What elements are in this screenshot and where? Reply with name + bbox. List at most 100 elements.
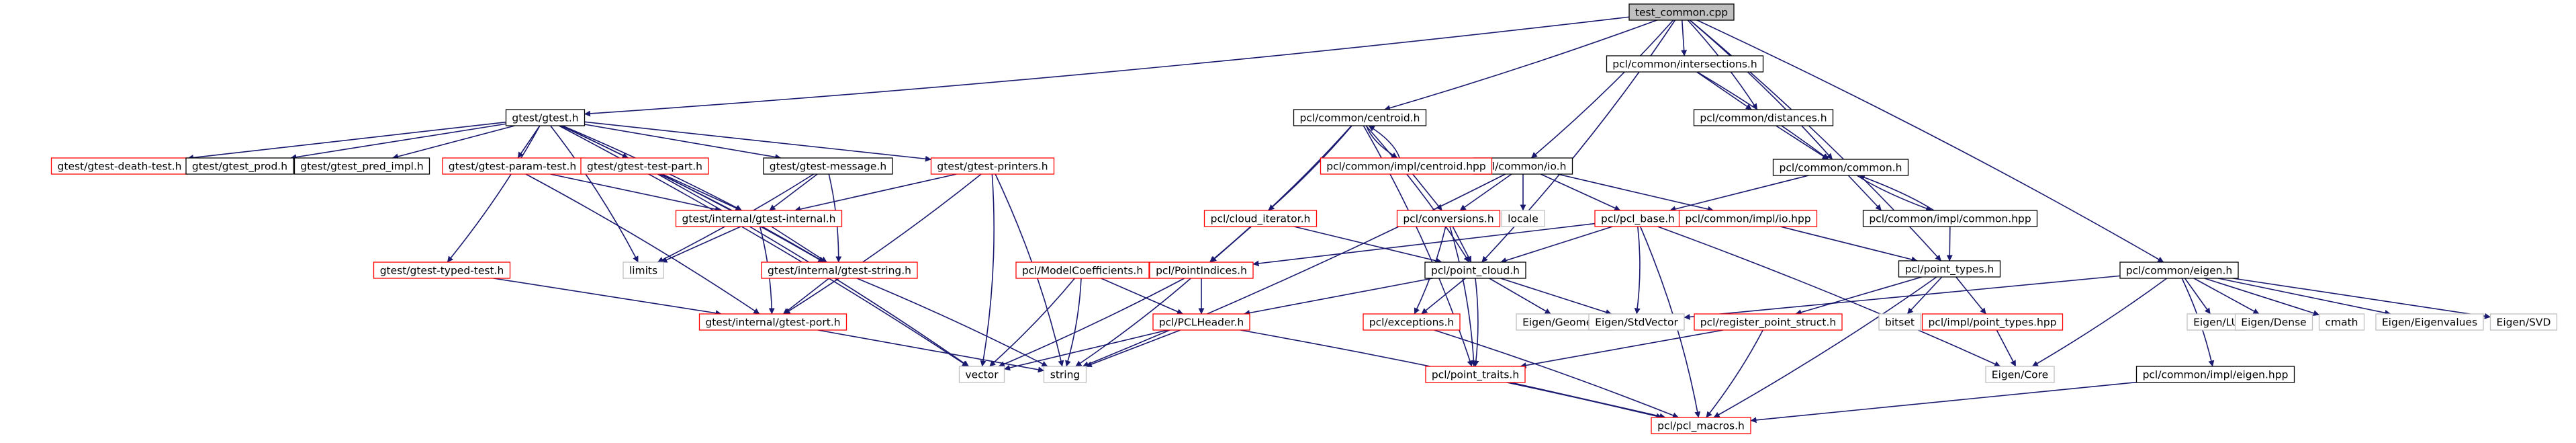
node-locale[interactable]: locale	[1501, 210, 1545, 227]
edge-eigenh-to-eigenvalues	[2217, 278, 2391, 316]
edge-pclbase-to-eigenstdvec	[1634, 226, 1641, 315]
node-box	[1203, 210, 1318, 227]
node-label: pcl/point_traits.h	[1432, 369, 1519, 382]
edge-root-to-centroid	[1384, 19, 1657, 111]
node-root[interactable]: test_common.cpp	[1628, 3, 1735, 21]
node-commonhpp[interactable]: pcl/common/impl/common.hpp	[1862, 210, 2038, 227]
node-bitset[interactable]: bitset	[1878, 313, 1921, 331]
node-testpart[interactable]: gtest/gtest-test-part.h	[580, 157, 709, 175]
node-eigencore[interactable]: Eigen/Core	[1985, 366, 2055, 383]
node-pointcloud[interactable]: pcl/point_cloud.h	[1424, 261, 1526, 279]
node-pclheader[interactable]: pcl/PCLHeader.h	[1152, 313, 1250, 331]
node-pclmacros[interactable]: pcl/pcl_macros.h	[1651, 417, 1751, 434]
node-ginternal[interactable]: gtest/internal/gtest-internal.h	[675, 210, 843, 227]
node-pointindices[interactable]: pcl/PointIndices.h	[1149, 261, 1254, 279]
node-centroidhpp[interactable]: pcl/common/impl/centroid.hpp	[1320, 157, 1493, 175]
node-pclbase[interactable]: pcl/pcl_base.h	[1594, 210, 1682, 227]
node-modelcoef[interactable]: pcl/ModelCoefficients.h	[1015, 261, 1150, 279]
node-conversions[interactable]: pcl/conversions.h	[1396, 210, 1501, 227]
dependency-nodes: test_common.cpp gtest/gtest.h pcl/common/i…	[50, 3, 2558, 434]
edge-conversions-to-pointtraits	[1449, 226, 1477, 367]
edge-paramtest-to-gport	[525, 173, 760, 315]
edge-pointtraits-to-pclmacros	[1510, 382, 1666, 419]
node-box	[1694, 313, 1843, 331]
node-label: test_common.cpp	[1635, 7, 1728, 19]
node-gport[interactable]: gtest/internal/gtest-port.h	[698, 313, 847, 331]
node-eigendense[interactable]: Eigen/Dense	[2234, 313, 2313, 331]
node-eigenh[interactable]: pcl/common/eigen.h	[2119, 261, 2239, 279]
node-gstring[interactable]: gtest/internal/gtest-string.h	[761, 261, 918, 279]
node-box	[1149, 261, 1254, 279]
node-centroid[interactable]: pcl/common/centroid.h	[1293, 109, 1427, 126]
node-clouditer[interactable]: pcl/cloud_iterator.h	[1203, 210, 1318, 227]
edge-modelcoef-to-pclheader	[1101, 278, 1183, 315]
node-label: Eigen/LU	[2193, 317, 2239, 329]
node-eigenhpp[interactable]: pcl/common/impl/eigen.hpp	[2135, 366, 2295, 383]
edge-distances-to-common	[1776, 125, 1829, 160]
node-label: vector	[965, 369, 999, 381]
edge-pointcloud-to-eigenstdvec	[1500, 278, 1612, 315]
edge-root-to-io	[1530, 19, 1674, 159]
node-label: Eigen/Eigenvalues	[2382, 317, 2477, 329]
node-label: pcl/exceptions.h	[1369, 317, 1454, 329]
node-box	[958, 366, 1005, 383]
node-typedtest[interactable]: gtest/gtest-typed-test.h	[373, 261, 511, 279]
node-exceptions[interactable]: pcl/exceptions.h	[1363, 313, 1461, 331]
node-common[interactable]: pcl/common/common.h	[1772, 159, 1909, 176]
node-prod[interactable]: gtest/gtest_prod.h	[185, 157, 294, 175]
node-label: gtest/gtest-printers.h	[937, 161, 1048, 173]
node-box	[2489, 313, 2558, 331]
edge-root-to-gtest	[584, 16, 1630, 117]
node-pointtraits[interactable]: pcl/point_traits.h	[1425, 366, 1526, 383]
node-string[interactable]: string	[1043, 366, 1087, 383]
edge-gstring-to-gport	[782, 278, 830, 315]
node-box	[1424, 261, 1526, 279]
node-box	[1425, 366, 1526, 383]
node-pointtypeshpp[interactable]: pcl/impl/point_types.hpp	[1921, 313, 2064, 331]
node-box	[930, 157, 1055, 175]
node-label: gtest/gtest_prod.h	[192, 161, 287, 173]
edge-pointindices-to-string	[1075, 278, 1191, 367]
node-label: pcl/PointIndices.h	[1156, 265, 1247, 277]
edge-pclbase-to-eigencore	[1657, 226, 2000, 367]
edge-centroid-to-pointcloud	[1365, 125, 1470, 263]
edge-typedtest-to-gport	[493, 278, 722, 317]
edge-regpoint-to-pclmacros	[1706, 329, 1763, 418]
edge-root-to-common	[1689, 19, 1833, 160]
node-cmath[interactable]: cmath	[2318, 313, 2365, 331]
node-printers[interactable]: gtest/gtest-printers.h	[930, 157, 1055, 175]
node-label: pcl/cloud_iterator.h	[1211, 213, 1311, 226]
node-vector[interactable]: vector	[958, 366, 1005, 383]
node-eigenvalues[interactable]: Eigen/Eigenvalues	[2375, 313, 2484, 331]
edge-gtest-to-death	[187, 121, 506, 161]
node-eigenstdvec[interactable]: Eigen/StdVector	[1588, 313, 1685, 331]
node-label: pcl/common/impl/eigen.hpp	[2143, 369, 2289, 381]
node-label: gtest/gtest-param-test.h	[449, 161, 576, 173]
node-regpoint[interactable]: pcl/register_point_struct.h	[1694, 313, 1843, 331]
edge-paramtest-to-ginternal	[550, 173, 721, 212]
node-paramtest[interactable]: gtest/gtest-param-test.h	[442, 157, 583, 175]
node-death[interactable]: gtest/gtest-death-test.h	[50, 157, 189, 175]
node-label: gtest/gtest-test-part.h	[587, 161, 702, 173]
node-iohpp[interactable]: pcl/common/impl/io.hpp	[1678, 210, 1818, 227]
node-gtest[interactable]: gtest/gtest.h	[505, 109, 586, 126]
edge-commonhpp-to-common	[1858, 174, 1935, 211]
edge-gtest-to-message	[584, 124, 782, 160]
node-eigensvd[interactable]: Eigen/SVD	[2489, 313, 2558, 331]
edge-centroid-to-pointtraits	[1363, 125, 1473, 367]
node-pointtypes[interactable]: pcl/point_types.h	[1898, 260, 2001, 278]
node-distances[interactable]: pcl/common/distances.h	[1693, 109, 1834, 126]
node-limits[interactable]: limits	[623, 261, 664, 279]
edge-centroid-to-pointindices	[1209, 125, 1352, 263]
node-predimpl[interactable]: gtest/gtest_pred_impl.h	[293, 157, 430, 175]
edge-pointcloud-to-exceptions	[1421, 278, 1466, 315]
node-message[interactable]: gtest/gtest-message.h	[763, 157, 893, 175]
edge-printers-to-ginternal	[794, 173, 957, 212]
node-box	[1015, 261, 1150, 279]
edge-root-to-intersections	[1681, 19, 1688, 56]
node-label: pcl/impl/point_types.hpp	[1928, 317, 2056, 329]
edge-root-to-eigenh	[1696, 19, 2164, 263]
node-intersections[interactable]: pcl/common/intersections.h	[1606, 55, 1764, 73]
node-label: pcl/common/impl/io.hpp	[1685, 213, 1810, 225]
